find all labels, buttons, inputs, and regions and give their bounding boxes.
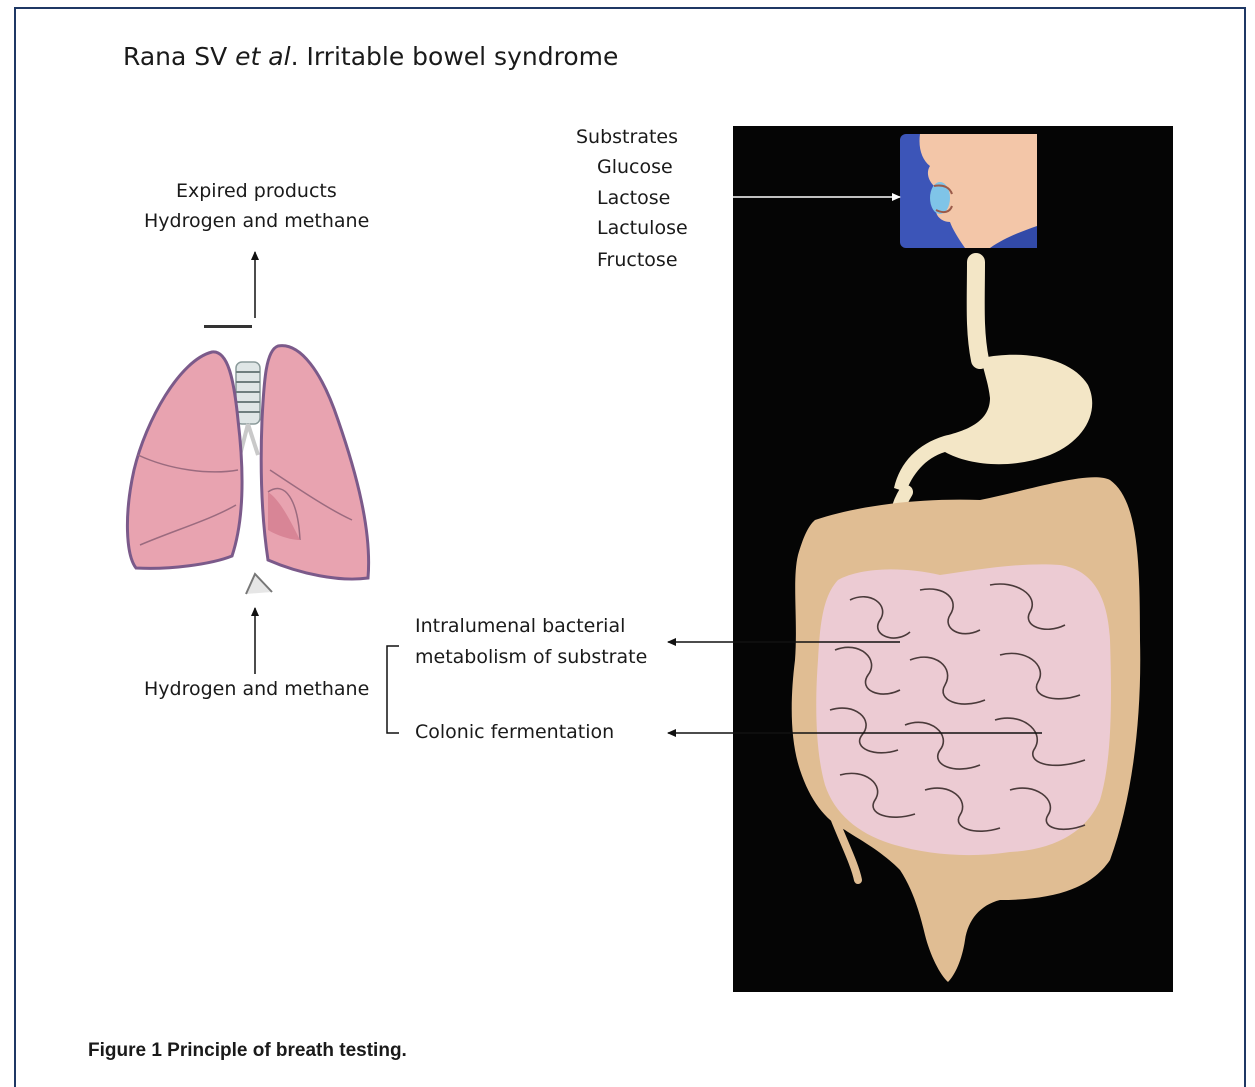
esophagus (976, 262, 980, 360)
label-substrate-fructose: Fructose (597, 251, 678, 270)
label-intraluminal-2: metabolism of substrate (415, 648, 647, 667)
label-substrate-lactulose: Lactulose (597, 219, 688, 238)
label-hydrogen-methane: Hydrogen and methane (144, 680, 369, 699)
label-substrates-title: Substrates (576, 128, 678, 147)
label-expired-gases: Hydrogen and methane (144, 212, 369, 231)
label-colonic-fermentation: Colonic fermentation (415, 723, 614, 742)
mouth-inset (900, 134, 1037, 248)
label-intraluminal-1: Intralumenal bacterial (415, 617, 625, 636)
label-substrate-glucose: Glucose (597, 158, 673, 177)
small-intestine (816, 564, 1111, 855)
label-expired-products: Expired products (176, 182, 337, 201)
figure-caption: Figure 1 Principle of breath testing. (88, 1040, 407, 1062)
lungs-illustration (127, 325, 368, 594)
bracket (387, 646, 399, 733)
label-substrate-lactose: Lactose (597, 189, 670, 208)
